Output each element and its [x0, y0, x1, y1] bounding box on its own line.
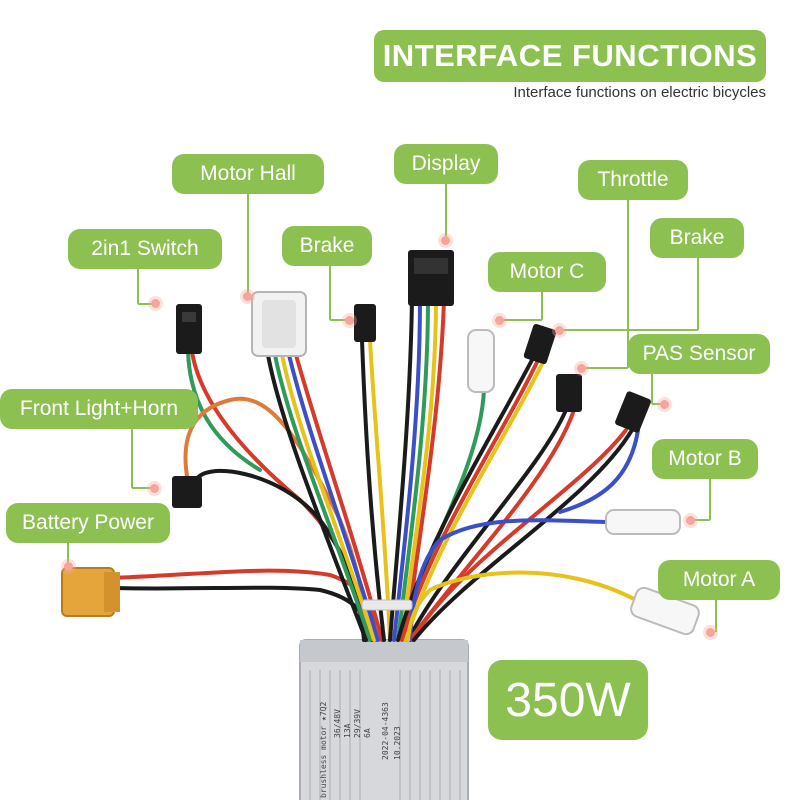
controller-line-2: 36/48V	[333, 709, 342, 738]
dot-motor-hall	[243, 292, 252, 301]
leader-lines	[67, 180, 717, 632]
connectors	[61, 250, 700, 636]
header-title: INTERFACE FUNCTIONS	[374, 30, 766, 82]
label-motor-a: Motor A	[658, 560, 780, 600]
zip-tie	[361, 599, 413, 611]
wires	[108, 298, 640, 642]
label-2in1-switch: 2in1 Switch	[68, 229, 222, 269]
dot-brake-left	[345, 316, 354, 325]
throttle-connector	[523, 323, 557, 365]
motor-c-connector	[467, 329, 495, 393]
dot-brake-right	[555, 326, 564, 335]
dot-motor-a	[706, 628, 715, 637]
switch-2in1-connector	[176, 304, 202, 354]
controller-box	[299, 639, 469, 800]
controller-text: brushless motor ★7Q2 36/48V 13A 29/39V 6…	[319, 701, 402, 798]
dot-display	[441, 236, 450, 245]
label-battery-power: Battery Power	[6, 503, 170, 543]
controller-line-6: 2022-04-4363	[381, 702, 390, 760]
label-pas-sensor: PAS Sensor	[628, 334, 770, 374]
label-motor-c: Motor C	[488, 252, 606, 292]
label-motor-hall: Motor Hall	[172, 154, 324, 194]
dot-motor-c	[495, 316, 504, 325]
dot-2in1-switch	[151, 299, 160, 308]
dot-pas-sensor	[660, 400, 669, 409]
power-badge: 350W	[488, 660, 648, 740]
brake-right-connector	[556, 374, 582, 412]
header-subtitle: Interface functions on electric bicycles	[513, 84, 766, 101]
dot-throttle	[577, 364, 586, 373]
motor-b-connector	[605, 509, 681, 535]
label-brake-right: Brake	[650, 218, 744, 258]
brake-left-connector	[354, 304, 376, 342]
label-display: Display	[394, 144, 498, 184]
dot-motor-b	[686, 516, 695, 525]
pas-sensor-connector	[615, 391, 651, 433]
display-connector	[408, 250, 454, 306]
xt60-connector	[61, 567, 120, 617]
front-light-horn-connector	[172, 476, 202, 508]
dot-front-light-horn	[150, 484, 159, 493]
dot-battery-power	[64, 562, 73, 571]
controller-line-3: 13A	[343, 723, 352, 738]
controller-line-5: 6A	[363, 728, 372, 738]
controller-line-7: 10.2023	[393, 726, 402, 760]
motor-hall-connector	[251, 291, 307, 357]
controller-line-1: brushless motor ★7Q2	[319, 701, 328, 798]
label-front-light-horn: Front Light+Horn	[0, 389, 198, 429]
label-motor-b: Motor B	[652, 439, 758, 479]
controller-line-4: 29/39V	[353, 709, 362, 738]
label-throttle: Throttle	[578, 160, 688, 200]
label-brake-left: Brake	[282, 226, 372, 266]
